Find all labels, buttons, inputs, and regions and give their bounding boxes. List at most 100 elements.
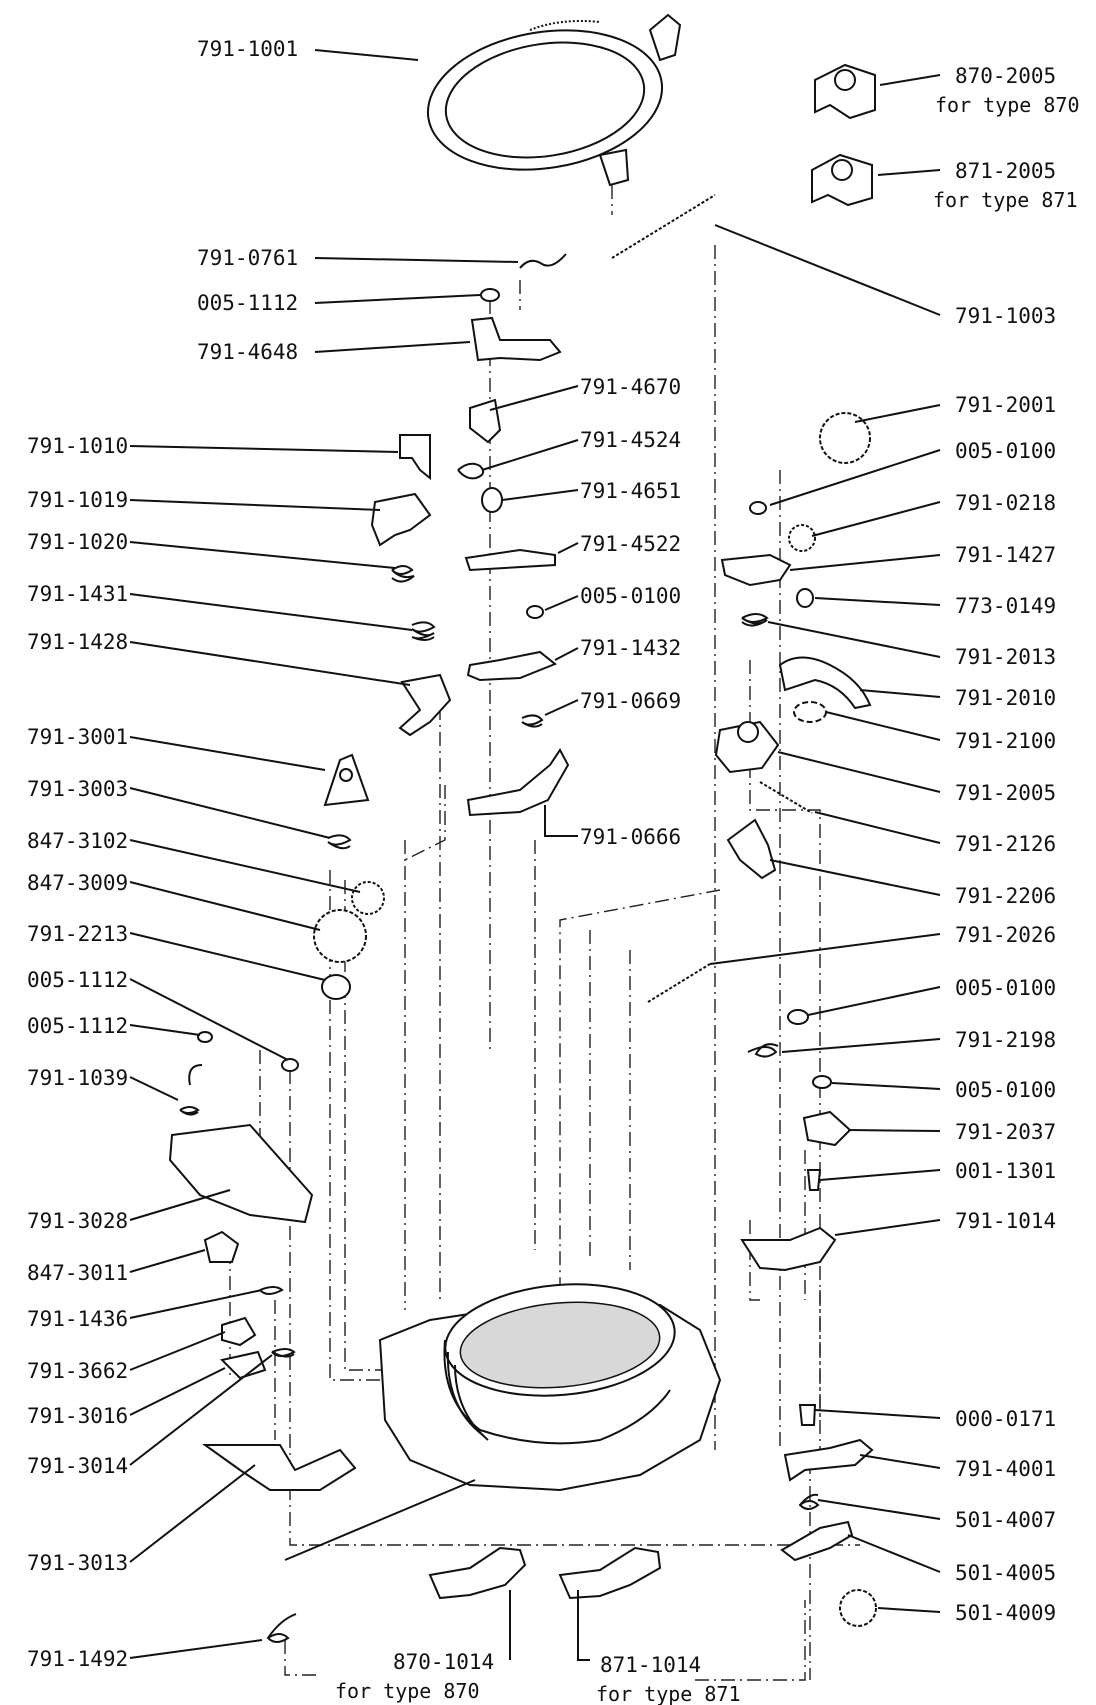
label-791-1432: 791-1432 bbox=[580, 636, 681, 660]
label-791-1039: 791-1039 bbox=[27, 1066, 128, 1090]
lever-791-1427 bbox=[720, 553, 792, 587]
cam-791-2206 bbox=[726, 818, 777, 880]
spring-791-2126 bbox=[759, 781, 813, 814]
label-791-2100: 791-2100 bbox=[955, 729, 1056, 753]
label-791-2126: 791-2126 bbox=[955, 832, 1056, 856]
label-791-1020: 791-1020 bbox=[27, 530, 128, 554]
lever-791-4001 bbox=[783, 1438, 874, 1482]
label-847-3011: 847-3011 bbox=[27, 1261, 128, 1285]
washer-005-1112-b bbox=[197, 1031, 213, 1043]
gear-791-2001 bbox=[819, 412, 871, 464]
label-791-3662: 791-3662 bbox=[27, 1359, 128, 1383]
washer-005-0100-center bbox=[526, 605, 544, 619]
lever-791-3016 bbox=[220, 1350, 267, 1380]
label-791-1003: 791-1003 bbox=[955, 304, 1056, 328]
note-871-2005: for type 871 bbox=[933, 188, 1078, 212]
lever-791-2037 bbox=[802, 1110, 852, 1147]
spring-791-0761 bbox=[519, 253, 567, 269]
label-791-1010: 791-1010 bbox=[27, 434, 128, 458]
label-791-0218: 791-0218 bbox=[955, 491, 1056, 515]
gear-501-4009 bbox=[839, 1589, 877, 1627]
label-791-1492: 791-1492 bbox=[27, 1647, 128, 1671]
lever-791-1432 bbox=[466, 650, 557, 682]
lever-791-4648 bbox=[470, 316, 562, 362]
gear-791-0218 bbox=[788, 524, 816, 552]
label-791-0666: 791-0666 bbox=[580, 825, 681, 849]
label-871-2005: 871-2005 bbox=[955, 159, 1056, 183]
lever-871-1014 bbox=[558, 1546, 662, 1600]
label-791-1019: 791-1019 bbox=[27, 488, 128, 512]
spring-791-1039 bbox=[179, 1064, 203, 1116]
washer-005-1112-top bbox=[480, 288, 500, 302]
label-791-1431: 791-1431 bbox=[27, 582, 128, 606]
pin-773-0149 bbox=[796, 588, 814, 608]
label-791-2013: 791-2013 bbox=[955, 645, 1056, 669]
label-791-3028: 791-3028 bbox=[27, 1209, 128, 1233]
spring-791-2013 bbox=[741, 613, 769, 627]
screw-001-1301 bbox=[806, 1169, 822, 1191]
plate-791-3028 bbox=[168, 1123, 314, 1224]
label-501-4005: 501-4005 bbox=[955, 1561, 1056, 1585]
label-791-3016: 791-3016 bbox=[27, 1404, 128, 1428]
label-791-1428: 791-1428 bbox=[27, 630, 128, 654]
label-791-4648: 791-4648 bbox=[197, 340, 298, 364]
plate-791-4522 bbox=[464, 548, 556, 572]
label-001-1301: 001-1301 bbox=[955, 1159, 1056, 1183]
label-791-1427: 791-1427 bbox=[955, 543, 1056, 567]
label-847-3009: 847-3009 bbox=[27, 871, 128, 895]
label-501-4007: 501-4007 bbox=[955, 1508, 1056, 1532]
label-791-2005: 791-2005 bbox=[955, 781, 1056, 805]
part-870-2005 bbox=[814, 63, 876, 120]
label-870-1014: 870-1014 bbox=[393, 1650, 494, 1674]
spring-791-0669 bbox=[521, 714, 544, 728]
label-791-2010: 791-2010 bbox=[955, 686, 1056, 710]
spring-791-1436 bbox=[259, 1286, 284, 1295]
note-871-1014: for type 871 bbox=[596, 1682, 741, 1705]
label-791-4001: 791-4001 bbox=[955, 1457, 1056, 1481]
bracket-791-1010 bbox=[399, 434, 431, 481]
label-000-0171: 000-0171 bbox=[955, 1407, 1056, 1431]
bushing-791-4651 bbox=[481, 487, 503, 513]
label-005-1112-c: 005-1112 bbox=[27, 1014, 128, 1038]
label-791-0761: 791-0761 bbox=[197, 246, 298, 270]
label-005-0100-c: 005-0100 bbox=[955, 976, 1056, 1000]
lever-791-0666 bbox=[466, 748, 570, 817]
lever-791-1428 bbox=[398, 673, 452, 737]
label-005-0100-a: 005-0100 bbox=[955, 439, 1056, 463]
label-501-4009: 501-4009 bbox=[955, 1601, 1056, 1625]
ring-791-2100 bbox=[793, 701, 827, 723]
label-005-1112-b: 005-1112 bbox=[27, 968, 128, 992]
cam-791-2005 bbox=[714, 720, 780, 774]
label-791-2206: 791-2206 bbox=[955, 884, 1056, 908]
label-791-2198: 791-2198 bbox=[955, 1028, 1056, 1052]
spring-791-2026 bbox=[647, 963, 711, 1003]
parts bbox=[168, 13, 877, 1643]
label-791-4524: 791-4524 bbox=[580, 428, 681, 452]
label-791-1436: 791-1436 bbox=[27, 1307, 128, 1331]
spring-791-3014 bbox=[271, 1348, 296, 1358]
gear-847-3102 bbox=[351, 881, 385, 915]
washer-005-0100-a bbox=[749, 501, 767, 515]
label-791-3001: 791-3001 bbox=[27, 725, 128, 749]
label-791-3003: 791-3003 bbox=[27, 777, 128, 801]
label-791-3013: 791-3013 bbox=[27, 1551, 128, 1575]
screw-000-0171 bbox=[798, 1404, 817, 1426]
label-791-2213: 791-2213 bbox=[27, 922, 128, 946]
label-791-4670: 791-4670 bbox=[580, 375, 681, 399]
gear-847-3011 bbox=[203, 1230, 240, 1263]
label-005-0100-b: 005-0100 bbox=[580, 584, 681, 608]
label-005-1112-top: 005-1112 bbox=[197, 291, 298, 315]
gear-847-3009 bbox=[313, 909, 367, 963]
label-871-1014: 871-1014 bbox=[600, 1653, 701, 1677]
label-791-4651: 791-4651 bbox=[580, 479, 681, 503]
label-773-0149: 773-0149 bbox=[955, 594, 1056, 618]
spring-501-4007 bbox=[798, 1493, 820, 1510]
label-791-0669: 791-0669 bbox=[580, 689, 681, 713]
lever-870-1014 bbox=[428, 1546, 527, 1600]
label-791-1001: 791-1001 bbox=[197, 37, 298, 61]
part-labels: 791-1001 870-2005 for type 870 871-2005 … bbox=[27, 37, 1080, 1705]
lever-791-4670 bbox=[469, 398, 502, 444]
label-791-2026: 791-2026 bbox=[955, 923, 1056, 947]
washer-005-0100-c bbox=[787, 1009, 809, 1025]
